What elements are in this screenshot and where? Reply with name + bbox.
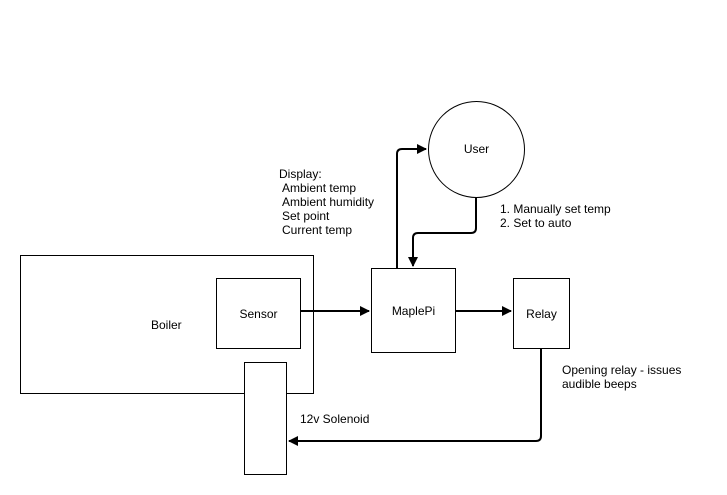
user-action-item: 1. Manually set temp [500,202,611,216]
display-annotation: Display: Ambient temp Ambient humidity S… [279,167,375,237]
display-item: Ambient temp [282,181,357,195]
solenoid-label: 12v Solenoid [300,412,370,426]
relay-label: Relay [526,307,557,321]
display-item: Ambient humidity [282,195,375,209]
relay-note-line: audible beeps [562,377,637,391]
display-item: Current temp [282,223,353,237]
display-heading: Display: [279,167,322,181]
sensor-label: Sensor [239,307,278,321]
boiler-label: Boiler [151,318,182,332]
user-circle [428,101,525,198]
solenoid-box [244,362,287,475]
maplepi-box [371,268,456,353]
arrow-maplepi-to-user [396,144,427,268]
arrow-user-to-maplepi [408,198,477,267]
relay-note-annotation: Opening relay - issues audible beeps [562,363,681,391]
relay-note-line: Opening relay - issues [562,363,682,377]
relay-box [513,278,570,349]
user-actions-annotation: 1. Manually set temp 2. Set to auto [500,202,611,230]
display-item: Set point [282,209,330,223]
user-label: User [463,142,490,156]
arrow-relay-to-solenoid [288,349,542,446]
sensor-box [216,278,301,349]
maplepi-label: MaplePi [391,304,436,318]
user-action-item: 2. Set to auto [500,216,572,230]
